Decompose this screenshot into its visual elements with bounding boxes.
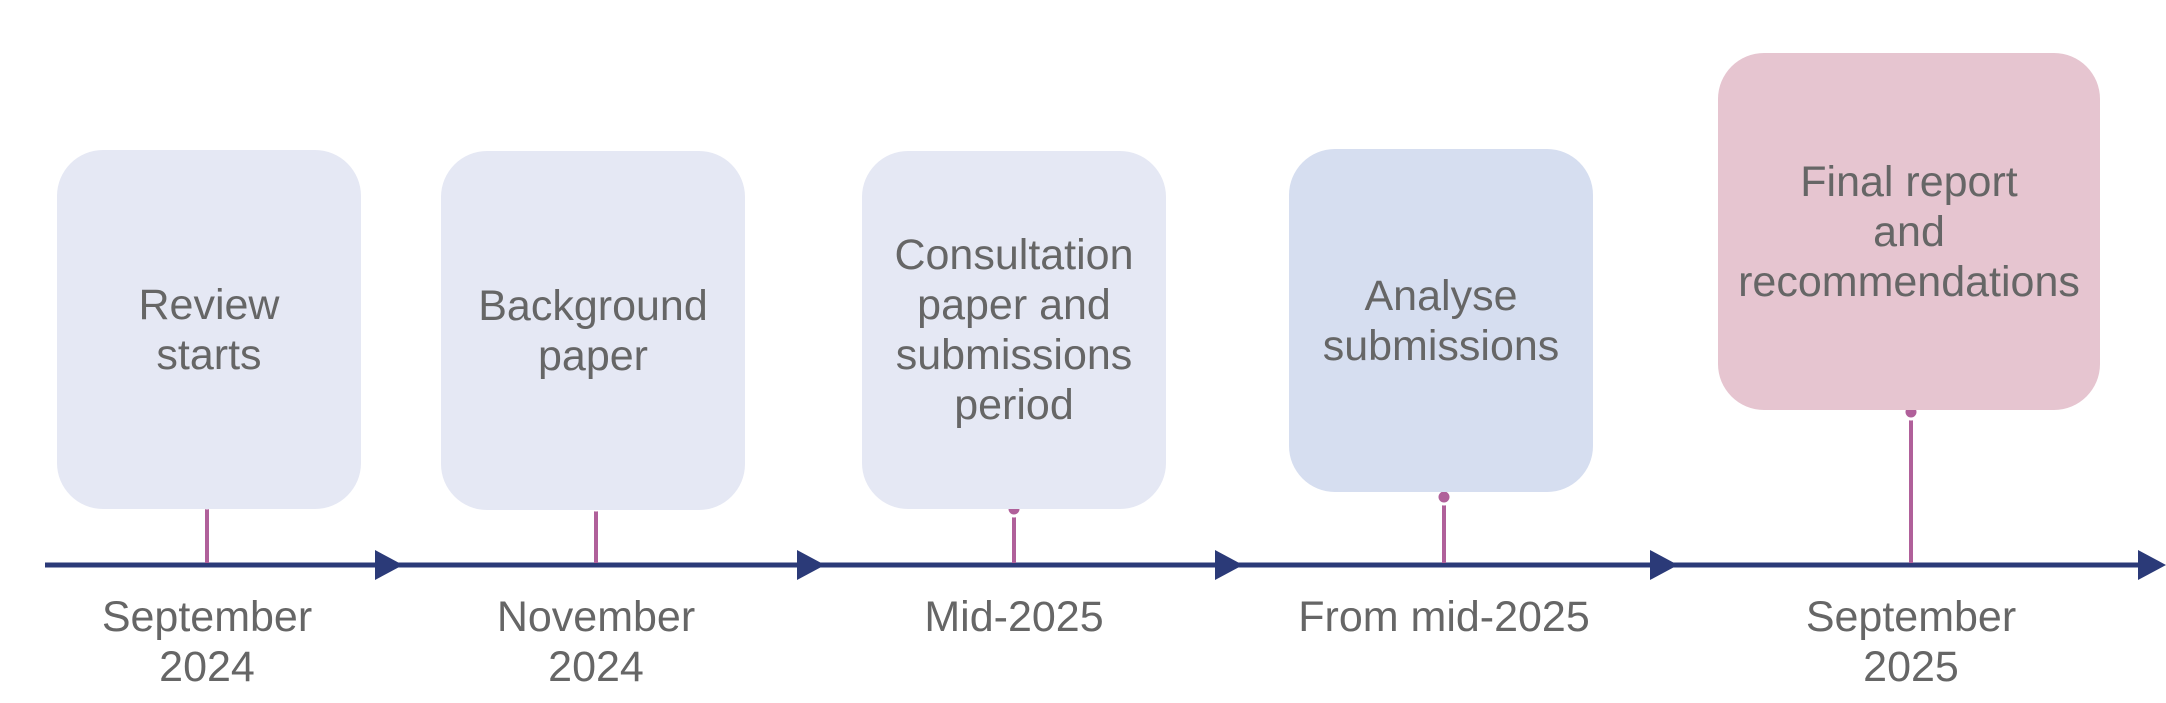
- milestone-box-3: Consultation paper and submissions perio…: [862, 151, 1166, 509]
- arrowhead-end: [2138, 550, 2166, 580]
- milestone-box-2: Background paper: [441, 151, 745, 510]
- arrowhead-4: [1650, 550, 1678, 580]
- arrowhead-1: [375, 550, 403, 580]
- milestone-box-4: Analyse submissions: [1289, 149, 1593, 492]
- milestone-date-3: Mid-2025: [924, 593, 1104, 641]
- arrowhead-2: [797, 550, 825, 580]
- milestone-date-2: November 2024: [496, 593, 696, 691]
- milestone-label-4: Analyse submissions: [1322, 271, 1560, 370]
- milestone-label-1: Review starts: [138, 280, 280, 379]
- milestone-date-5: September 2025: [1805, 593, 2017, 691]
- milestone-label-2: Background paper: [478, 281, 708, 380]
- milestone-label-3: Consultation paper and submissions perio…: [894, 231, 1134, 429]
- milestone-box-5: Final report and recommendations: [1718, 53, 2100, 410]
- milestone-label-5: Final report and recommendations: [1738, 157, 2080, 306]
- milestone-box-1: Review starts: [57, 150, 361, 509]
- arrowhead-3: [1215, 550, 1243, 580]
- milestone-date-1: September 2024: [101, 593, 313, 691]
- milestone-date-4: From mid-2025: [1298, 593, 1590, 641]
- connector-dot-4: [1435, 488, 1453, 506]
